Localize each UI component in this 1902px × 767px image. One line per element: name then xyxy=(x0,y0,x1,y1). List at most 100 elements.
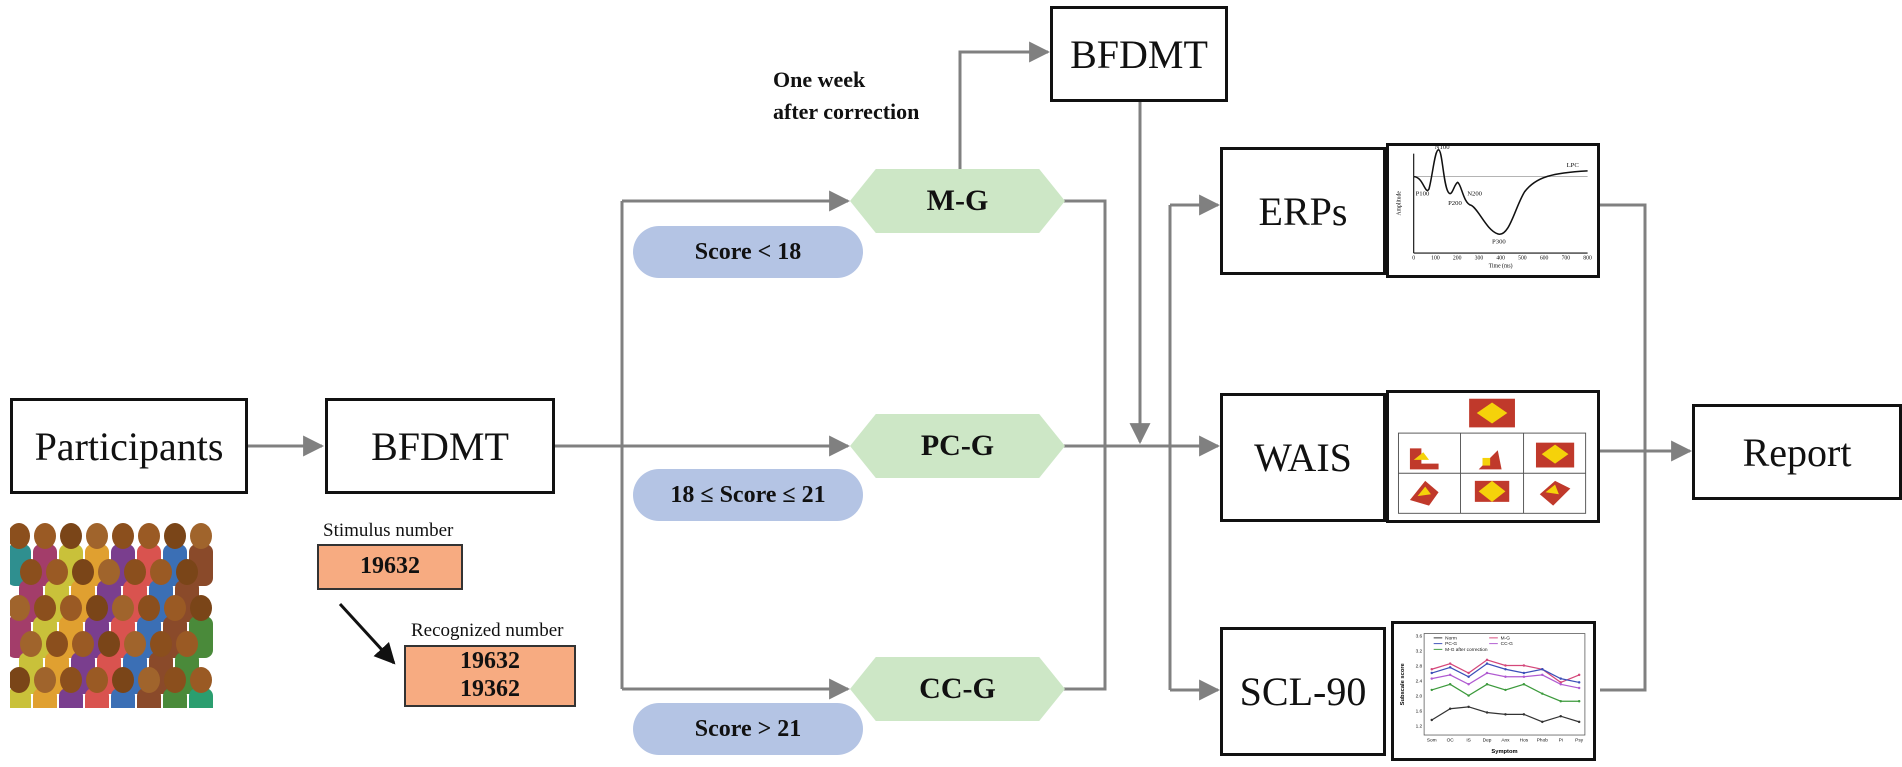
participants-box: Participants xyxy=(10,398,248,494)
scl-xtick: Pi xyxy=(1559,738,1563,744)
scl-point xyxy=(1430,668,1434,671)
scl-legend-entry: CC-G xyxy=(1501,641,1513,647)
scl-point xyxy=(1485,711,1489,714)
scl-xtick: Som xyxy=(1427,738,1437,744)
erp-xtick: 500 xyxy=(1518,256,1527,262)
erp-label-lpc: LPC xyxy=(1567,162,1580,169)
scl-point xyxy=(1504,664,1507,667)
scl-point xyxy=(1577,720,1581,724)
scl-point xyxy=(1448,683,1452,686)
m-g-label: M-G xyxy=(926,184,989,217)
one-week-note: One week after correction xyxy=(773,64,919,128)
scl-point xyxy=(1522,671,1526,675)
scl-ylabel: Subscale score xyxy=(1400,663,1406,705)
scl-ytick: 1.6 xyxy=(1416,708,1423,714)
participants-label: Participants xyxy=(34,423,224,469)
stimulus-caption: Stimulus number xyxy=(323,520,454,541)
pc-g-label: PC-G xyxy=(920,429,995,462)
scl-point xyxy=(1559,683,1562,686)
scl-point xyxy=(1541,673,1544,677)
scl-ytick: 3.2 xyxy=(1416,648,1423,654)
note-line2: after correction xyxy=(773,98,920,124)
erps-box: ERPs xyxy=(1220,147,1386,275)
scl-point xyxy=(1485,683,1489,686)
scl-point xyxy=(1541,668,1544,671)
stimulus-number-box: 19632 xyxy=(317,544,463,590)
scl-xtick: Dep xyxy=(1483,738,1492,744)
pc-g-node: PC-G xyxy=(850,414,1065,478)
scl-point xyxy=(1522,683,1526,686)
scl-series-line xyxy=(1431,659,1580,684)
erp-xtick: 100 xyxy=(1431,256,1440,262)
condition-mid-pill: 18 ≤ Score ≤ 21 xyxy=(633,469,863,521)
arrow-stimulus-to-recognized xyxy=(338,602,396,665)
scl-point xyxy=(1448,662,1452,665)
cc-g-label: CC-G xyxy=(919,672,996,705)
scl-point xyxy=(1577,686,1581,690)
erp-xtick: 0 xyxy=(1412,256,1415,262)
scl-point xyxy=(1577,681,1581,684)
erp-ylabel: Amplitude xyxy=(1396,191,1402,216)
report-label: Report xyxy=(1742,429,1852,475)
scl-point xyxy=(1448,707,1452,710)
scl-point xyxy=(1430,671,1434,675)
report-box: Report xyxy=(1692,404,1902,500)
erp-label-p100: P100 xyxy=(1416,191,1430,198)
scl-legend-entry: Norm xyxy=(1445,635,1457,641)
erp-xtick: 600 xyxy=(1540,256,1549,262)
participants-crowd-illustration xyxy=(10,512,222,708)
scl-point xyxy=(1448,666,1452,669)
erp-label-n100: N100 xyxy=(1435,144,1450,151)
scl90-label: SCL-90 xyxy=(1239,669,1367,714)
scl-point xyxy=(1559,699,1562,703)
wais-box: WAIS xyxy=(1220,393,1386,522)
scl-ytick: 3.6 xyxy=(1416,633,1423,639)
scl-xtick: Phob xyxy=(1537,738,1548,744)
scl-legend-entry: M-G after correction xyxy=(1445,647,1488,653)
scl-xtick: IS xyxy=(1466,738,1471,744)
erp-xtick: 800 xyxy=(1583,256,1592,262)
scl-point xyxy=(1485,658,1489,662)
arrow-mg-to-bfdmt-top xyxy=(958,41,1051,169)
condition-high-label: Score > 21 xyxy=(694,715,802,742)
scl-point xyxy=(1577,699,1581,703)
recognized-value-1: 19632 xyxy=(460,648,520,675)
erp-xtick: 200 xyxy=(1453,256,1462,262)
scl-point xyxy=(1504,688,1507,692)
scl-point xyxy=(1467,683,1470,686)
erp-label-n200: N200 xyxy=(1467,191,1482,198)
bfdmt-top-box: BFDMT xyxy=(1050,6,1228,102)
recognized-caption: Recognized number xyxy=(411,620,564,641)
erp-xtick: 700 xyxy=(1562,256,1571,262)
bfdmt-top-label: BFDMT xyxy=(1070,31,1208,77)
erp-xtick: 300 xyxy=(1475,256,1484,262)
bfdmt-main-box: BFDMT xyxy=(325,398,555,494)
scl-xlabel: Symptom xyxy=(1491,749,1517,755)
erp-label-p200: P200 xyxy=(1448,200,1462,207)
scl-point xyxy=(1522,713,1526,716)
scl90-box: SCL-90 xyxy=(1220,627,1386,756)
condition-low-pill: Score < 18 xyxy=(633,226,863,278)
recognized-number-box: 19632 19362 xyxy=(404,645,576,707)
bfdmt-main-label: BFDMT xyxy=(371,423,509,469)
scl-xtick: OC xyxy=(1447,738,1455,744)
scl-point xyxy=(1504,713,1507,716)
scl-point xyxy=(1577,673,1581,677)
scl-point xyxy=(1430,677,1434,680)
scl-point xyxy=(1504,675,1507,679)
scl-point xyxy=(1467,675,1470,679)
condition-low-label: Score < 18 xyxy=(694,238,802,265)
scl-point xyxy=(1430,688,1434,692)
cc-g-node: CC-G xyxy=(850,657,1065,721)
scl-legend-entry: PC-G xyxy=(1445,641,1457,647)
scl-legend-entry: M-G xyxy=(1501,635,1511,641)
scl-ytick: 2.0 xyxy=(1416,693,1423,699)
erp-label-p300: P300 xyxy=(1492,238,1506,245)
scl-point xyxy=(1485,671,1489,675)
scl-ytick: 1.2 xyxy=(1416,724,1423,730)
scl-xtick: Psy xyxy=(1575,738,1584,744)
condition-high-pill: Score > 21 xyxy=(633,703,863,755)
erp-xlabel: Time (ms) xyxy=(1489,262,1513,269)
